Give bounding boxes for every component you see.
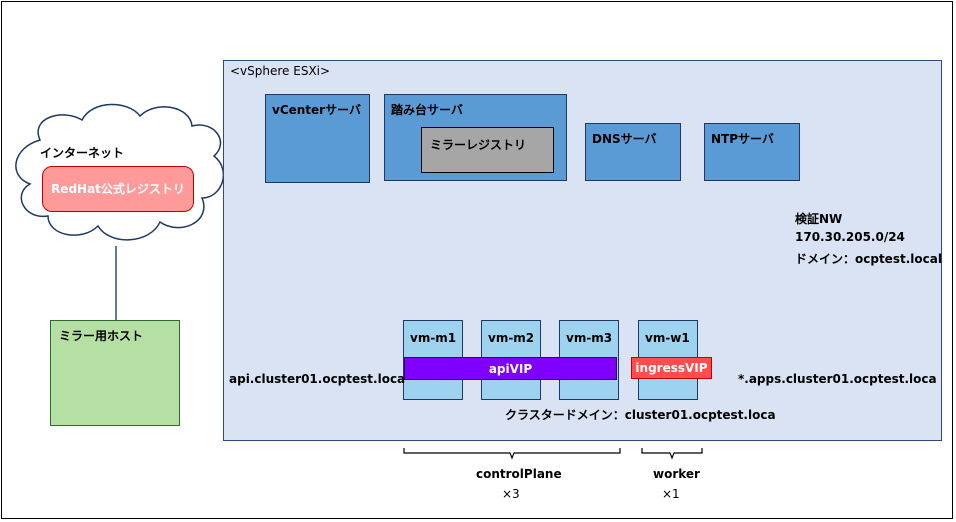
vcenter-server: vCenterサーバ	[265, 94, 370, 183]
control-plane-count: ×3	[502, 487, 520, 501]
bastion-server: 踏み台サーバ ミラーレジストリ	[384, 94, 567, 181]
mirror-host-box: ミラー用ホスト	[50, 320, 180, 426]
esxi-title: <vSphere ESXi>	[230, 64, 331, 78]
apps-fqdn: *.apps.cluster01.ocptest.loca	[738, 372, 937, 386]
worker-brace	[641, 448, 703, 460]
worker-label: worker	[653, 467, 700, 481]
redhat-registry: RedHat公式レジストリ	[42, 166, 194, 212]
vm-label: vm-m2	[488, 331, 535, 345]
vm-label: vm-m3	[566, 331, 613, 345]
ntp-server: NTPサーバ	[704, 123, 800, 181]
control-plane-brace	[403, 448, 621, 460]
bastion-label: 踏み台サーバ	[391, 103, 463, 117]
vcenter-label: vCenterサーバ	[272, 103, 361, 117]
dns-label: DNSサーバ	[592, 132, 657, 146]
network-cidr: 170.30.205.0/24	[795, 230, 905, 244]
api-vip-bar: apiVIP	[404, 357, 617, 380]
dns-server: DNSサーバ	[585, 123, 681, 181]
ingress-vip-bar: ingressVIP	[631, 357, 712, 379]
api-fqdn: api.cluster01.ocptest.loca	[229, 372, 406, 386]
vm-label: vm-m1	[410, 331, 457, 345]
mirror-registry: ミラーレジストリ	[421, 127, 554, 173]
network-domain: ドメイン：ocptest.local	[795, 252, 942, 266]
cluster-domain: クラスタードメイン：cluster01.ocptest.loca	[505, 408, 776, 422]
internet-label: インターネット	[40, 146, 125, 160]
control-plane-label: controlPlane	[476, 467, 562, 481]
mirror-host-label: ミラー用ホスト	[59, 329, 144, 343]
network-name: 検証NW	[795, 212, 843, 226]
ntp-label: NTPサーバ	[711, 132, 774, 146]
mirror-registry-label: ミラーレジストリ	[430, 138, 527, 152]
vm-label: vm-w1	[645, 331, 690, 345]
worker-count: ×1	[662, 487, 680, 501]
